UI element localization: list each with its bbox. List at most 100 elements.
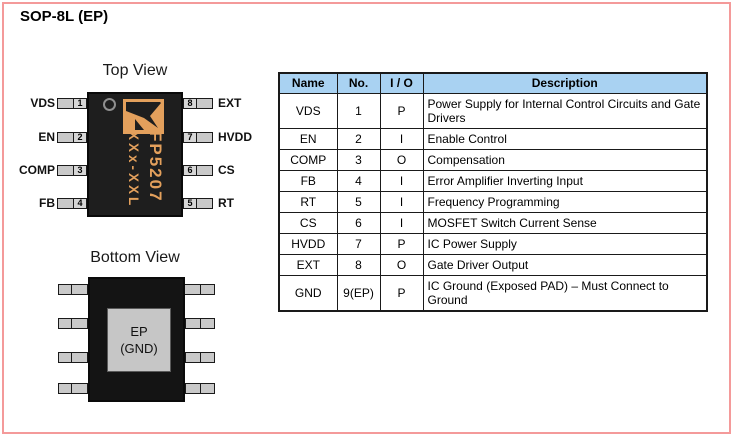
cell-io: I [379,211,424,234]
cell-no: 6 [336,211,381,234]
cell-io: P [379,92,424,129]
pin-lead-5: 5 [183,198,213,209]
pin-number-box: 8 [183,98,196,109]
cell-name: VDS [278,92,338,129]
col-header-name: Name [278,72,338,94]
col-header-description: Description [422,72,708,94]
cell-no: 8 [336,253,381,276]
pin-lead-segment [196,98,213,109]
pin-lead-6: 6 [183,165,213,176]
pin-description-table: Name No. I / O Description VDS 1 P Power… [278,72,708,312]
cell-description: Power Supply for Internal Control Circui… [422,92,708,129]
pin-lead-1: 1 [57,98,87,109]
pin-number-box: 3 [74,165,87,176]
pin-lead-segment [58,284,72,295]
exposed-pad-label: EP [130,324,148,339]
cell-description: IC Power Supply [422,232,708,255]
cell-io: O [379,148,424,171]
table-header-row: Name No. I / O Description [278,72,708,94]
bottom-pin-lead [58,383,88,394]
cell-name: CS [278,211,338,234]
bottom-pin-lead [185,284,215,295]
top-view-label: Top View [102,62,168,79]
cell-no: 4 [336,169,381,192]
pin-lead-3: 3 [57,165,87,176]
bottom-pin-lead [58,352,88,363]
pin-label-hvdd: HVDD [218,130,253,144]
cell-description: Error Amplifier Inverting Input [422,169,708,192]
table-row: RT 5 I Frequency Programming [278,190,708,213]
pin-lead-segment [201,318,215,329]
pin-label-cs: CS [218,163,235,177]
cell-description: Compensation [422,148,708,171]
pin-number-box: 1 [74,98,87,109]
pin-lead-segment [72,318,88,329]
table-row: GND 9(EP) P IC Ground (Exposed PAD) – Mu… [278,274,708,311]
cell-no: 2 [336,127,381,150]
bottom-pin-lead [185,318,215,329]
pin-lead-segment [201,352,215,363]
pin-lead-segment [196,165,213,176]
cell-name: EXT [278,253,338,276]
cell-name: RT [278,190,338,213]
pin-lead-4: 4 [57,198,87,209]
cell-no: 3 [336,148,381,171]
cell-no: 9(EP) [336,274,381,311]
table-row: FB 4 I Error Amplifier Inverting Input [278,169,708,192]
pin-lead-8: 8 [183,98,213,109]
cell-no: 7 [336,232,381,255]
table-row: CS 6 I MOSFET Switch Current Sense [278,211,708,234]
pin-number-box: 5 [183,198,196,209]
chip-part-number: FP5207 [146,131,165,203]
table-row: VDS 1 P Power Supply for Internal Contro… [278,92,708,129]
bottom-pin-lead [58,284,88,295]
pin-lead-segment [185,383,201,394]
cell-name: HVDD [278,232,338,255]
pin-label-comp: COMP [19,163,55,177]
pin-label-rt: RT [218,196,234,210]
cell-io: O [379,253,424,276]
bottom-view-label: Bottom View [90,249,180,266]
pin-number-box: 4 [74,198,87,209]
chip-top-view: FP5207 XXx-XXL [87,92,183,217]
pin-lead-segment [72,383,88,394]
pin-lead-segment [57,132,74,143]
pin-lead-segment [58,383,72,394]
cell-name: FB [278,169,338,192]
bottom-pin-lead [185,352,215,363]
cell-description: MOSFET Switch Current Sense [422,211,708,234]
page-title: SOP-8L (EP) [20,8,109,25]
cell-description: Gate Driver Output [422,253,708,276]
pin-lead-segment [57,198,74,209]
pin-lead-segment [185,284,201,295]
pin-lead-segment [196,132,213,143]
pin-lead-7: 7 [183,132,213,143]
pin-label-fb: FB [39,196,55,210]
pin-label-en: EN [38,130,55,144]
pin-lead-segment [58,318,72,329]
cell-description: IC Ground (Exposed PAD) – Must Connect t… [422,274,708,311]
pin-label-ext: EXT [218,96,242,110]
pin-number-box: 2 [74,132,87,143]
pin-lead-2: 2 [57,132,87,143]
cell-io: I [379,169,424,192]
chip-marking: FP5207 XXx-XXL [121,131,167,215]
cell-description: Enable Control [422,127,708,150]
cell-io: I [379,127,424,150]
table-row: HVDD 7 P IC Power Supply [278,232,708,255]
pin-lead-segment [72,352,88,363]
cell-no: 1 [336,92,381,129]
pin-number-box: 7 [183,132,196,143]
table-row: EN 2 I Enable Control [278,127,708,150]
pin-lead-segment [72,284,88,295]
exposed-pad-net: (GND) [120,341,158,356]
pin-lead-segment [185,352,201,363]
cell-name: GND [278,274,338,311]
chip-bottom-view: EP (GND) [88,277,185,402]
cell-name: EN [278,127,338,150]
table-row: COMP 3 O Compensation [278,148,708,171]
pin-lead-segment [57,165,74,176]
pin-lead-segment [201,383,215,394]
cell-name: COMP [278,148,338,171]
